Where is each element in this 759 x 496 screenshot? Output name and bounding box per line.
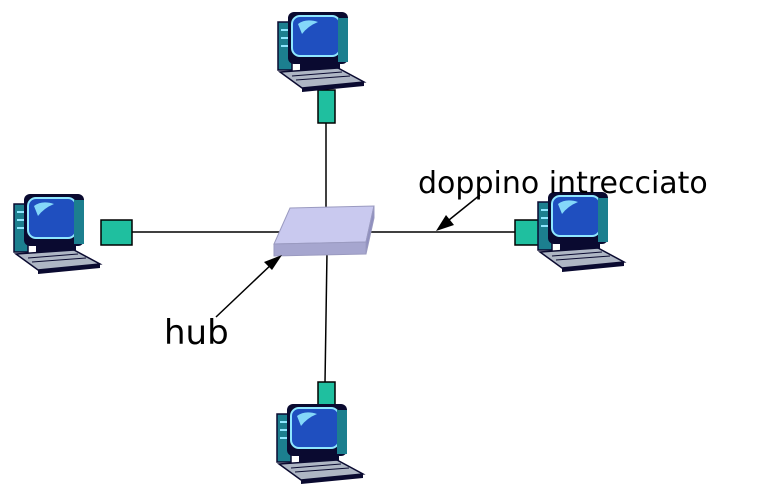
cable-label: doppino intrecciato xyxy=(418,166,708,201)
desktop-computer-icon-bottom xyxy=(276,403,364,485)
hub-arrowhead xyxy=(264,255,282,270)
connector-left xyxy=(100,219,133,246)
hub-arrow xyxy=(215,261,275,318)
desktop-computer-icon-top xyxy=(277,11,365,93)
hub-label: hub xyxy=(164,313,229,353)
cable-arrowhead xyxy=(436,215,454,231)
desktop-computer-icon-left xyxy=(13,193,101,275)
desktop-computer-icon-right xyxy=(537,191,625,273)
connector-top xyxy=(317,89,336,124)
hub-icon xyxy=(273,205,375,257)
cable-bottom xyxy=(324,251,328,384)
cable-arrow xyxy=(443,194,481,225)
